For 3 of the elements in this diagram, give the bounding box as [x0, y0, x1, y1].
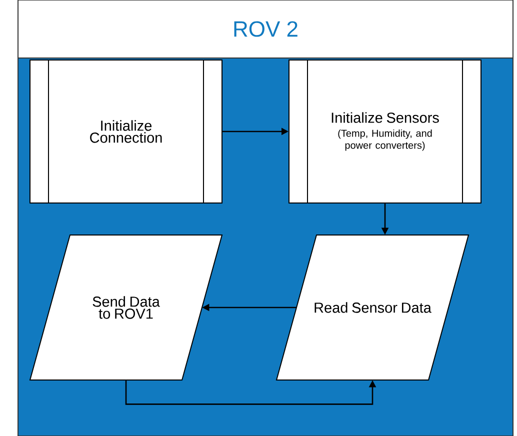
predefined-process-box: Initialize Connection — [30, 59, 222, 204]
predefined-process-box: Initialize Sensors (Temp, Humidity, and power converters) — [288, 59, 482, 204]
node-label: ROV 2 — [234, 21, 298, 37]
